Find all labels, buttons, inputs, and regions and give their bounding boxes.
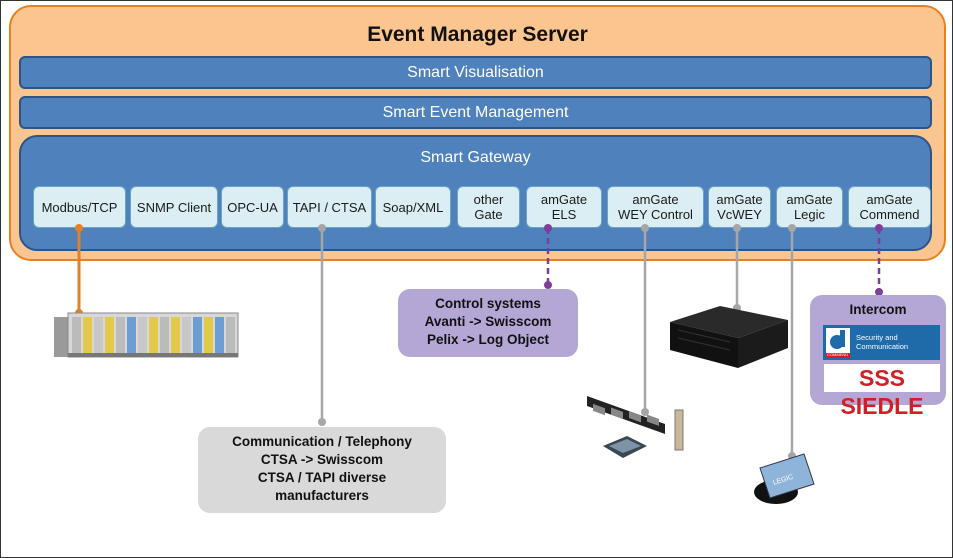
module-modbus-tcp: Modbus/TCP bbox=[33, 186, 126, 228]
commend-tagline: Security and Communication bbox=[856, 333, 908, 351]
module-opc-ua: OPC-UA bbox=[221, 186, 284, 228]
gateway-title: Smart Gateway bbox=[420, 149, 531, 166]
smart-event-management-layer: Smart Event Management bbox=[19, 96, 932, 129]
modbus-io-terminal-icon bbox=[54, 312, 239, 358]
module-label: Legic bbox=[793, 207, 826, 222]
control-systems-line: Avanti -> Swisscom bbox=[424, 314, 552, 329]
module-label: amGate bbox=[632, 192, 679, 207]
legic-card-reader-icon: LEGIC bbox=[754, 453, 815, 504]
communication-line: manufacturers bbox=[275, 488, 369, 503]
module-label: Gate bbox=[474, 207, 503, 222]
communication-line: CTSA / TAPI diverse bbox=[257, 470, 387, 485]
module-snmp-client: SNMP Client bbox=[130, 186, 218, 228]
module-label: amGate bbox=[716, 192, 763, 207]
module-label: WEY Control bbox=[618, 207, 693, 222]
communication-telephony-box: Communication / Telephony CTSA -> Swissc… bbox=[198, 427, 446, 513]
commend-tagline-line: Communication bbox=[856, 342, 909, 351]
module-label: OPC-UA bbox=[227, 199, 278, 215]
server-appliance-icon bbox=[670, 306, 788, 368]
control-systems-title: Control systems bbox=[435, 296, 541, 311]
control-systems-box: Control systems Avanti -> Swisscom Pelix… bbox=[398, 289, 578, 357]
communication-line: CTSA -> Swisscom bbox=[260, 452, 384, 467]
module-label: amGate bbox=[540, 192, 588, 207]
module-label: amGate bbox=[786, 192, 833, 207]
module-label: TAPI / CTSA bbox=[292, 199, 367, 215]
module-label: Soap/XML bbox=[382, 199, 444, 215]
smart-visualisation-layer: Smart Visualisation bbox=[19, 56, 932, 89]
commend-tagline-line: Security and bbox=[856, 333, 898, 342]
module-label: amGate bbox=[866, 192, 913, 207]
commend-logo-icon: COMMEND Security and Communication bbox=[823, 325, 940, 360]
intercom-title: Intercom bbox=[849, 302, 907, 317]
module-label: VcWEY bbox=[717, 207, 762, 222]
module-label: Modbus/TCP bbox=[41, 199, 118, 215]
wey-control-panel-icon bbox=[587, 396, 684, 458]
control-systems-line: Pelix -> Log Object bbox=[427, 332, 549, 347]
module-label: ELS bbox=[551, 207, 577, 222]
communication-title: Communication / Telephony bbox=[232, 434, 412, 449]
module-tapi-ctsa: TAPI / CTSA bbox=[287, 186, 372, 228]
server-title: Event Manager Server bbox=[367, 23, 588, 46]
module-label: Commend bbox=[859, 207, 920, 222]
module-label: other bbox=[473, 192, 504, 207]
module-label: SNMP Client bbox=[136, 199, 212, 215]
siedle-logo-icon: SSS SIEDLE bbox=[824, 364, 940, 419]
module-soap-xml: Soap/XML bbox=[375, 186, 451, 228]
commend-brand: COMMEND bbox=[827, 352, 849, 357]
